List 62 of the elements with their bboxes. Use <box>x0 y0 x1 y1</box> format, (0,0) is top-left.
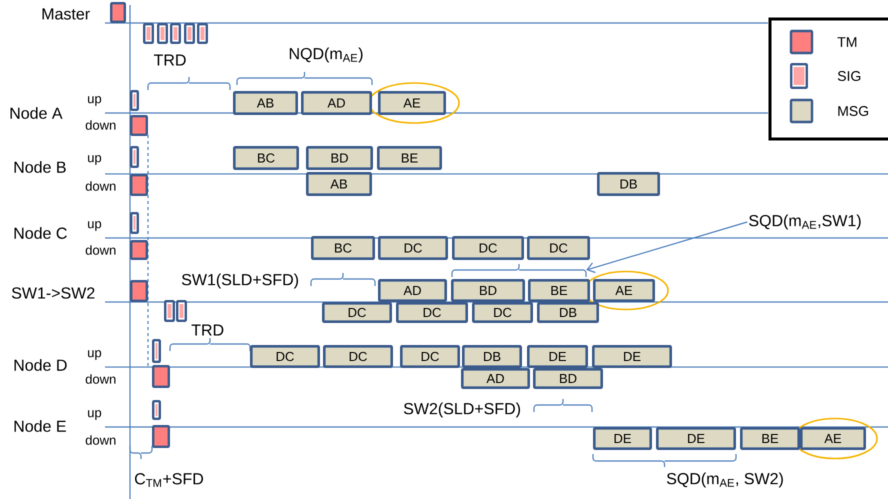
axis-label: up <box>88 221 102 231</box>
axis-label: Node E <box>14 420 66 432</box>
message-box: AB <box>306 172 372 196</box>
bracket <box>451 263 587 278</box>
message-box: BE <box>528 279 590 302</box>
message-box: BC <box>233 146 299 170</box>
axis-label: TRD <box>192 324 224 336</box>
message-box: BE <box>740 427 800 450</box>
message-box: DC <box>323 345 393 368</box>
message-box: DC <box>322 302 392 323</box>
legend-label: SIG <box>838 71 860 81</box>
axis-label: NQD(m$_{AE}$) <box>290 48 362 62</box>
message-box: DE <box>592 345 672 368</box>
message-box: AE <box>593 279 655 302</box>
message-box: DC <box>527 236 590 260</box>
leader-arrow <box>586 221 748 274</box>
message-box: DE <box>656 427 736 450</box>
callout-text: SQD(m$_{AE}$,SW1) <box>749 214 861 230</box>
axis-label: up <box>88 410 102 420</box>
message-box: DB <box>462 345 522 368</box>
message-box: DE <box>593 427 652 450</box>
axis-label: SQD(m$_{AE}$, SW2) <box>666 472 783 488</box>
message-box: BD <box>451 279 525 302</box>
axis-label: TRD <box>154 54 186 66</box>
axis-label: down <box>86 245 116 255</box>
axis-label: up <box>88 350 102 360</box>
axis-label: Node C <box>14 227 67 239</box>
message-box: AE <box>378 91 446 115</box>
message-box: DC <box>472 302 533 323</box>
message-box: DB <box>537 302 599 323</box>
axis-label: SW1(SLD+SFD) <box>182 274 298 288</box>
axis-label: down <box>86 120 116 130</box>
axis-label: up <box>88 96 102 106</box>
message-box: BC <box>311 236 375 260</box>
message-box: AE <box>800 427 866 450</box>
axis-label: SW1->SW2 <box>12 287 94 299</box>
message-box: AD <box>378 279 447 302</box>
axis-label: down <box>86 374 116 384</box>
message-box: DC <box>452 236 524 260</box>
legend-label: TM <box>838 37 856 47</box>
axis-label: Node A <box>10 107 62 119</box>
message-box: BE <box>377 146 442 170</box>
legend-label: MSG <box>838 106 868 116</box>
message-box: AB <box>233 91 298 115</box>
message-box: BD <box>533 368 603 389</box>
axis-label: down <box>86 181 116 191</box>
message-box: DB <box>597 172 660 196</box>
axis-label: C$_{TM}$+SFD <box>135 473 203 487</box>
message-box: DC <box>378 236 448 260</box>
message-box: AD <box>461 368 530 389</box>
axis-label: SW2(SLD+SFD) <box>404 402 520 418</box>
message-box: BD <box>306 146 373 170</box>
message-box: DC <box>400 345 460 368</box>
axis-label: up <box>88 155 102 165</box>
axis-label: Node B <box>14 161 66 173</box>
message-box: DE <box>527 345 588 368</box>
axis-label: Node D <box>14 359 67 371</box>
message-box: AD <box>301 91 372 115</box>
message-box: DC <box>250 345 320 368</box>
message-box: DC <box>396 302 468 323</box>
axis-label: Master <box>42 8 90 20</box>
axis-label: down <box>86 435 116 445</box>
